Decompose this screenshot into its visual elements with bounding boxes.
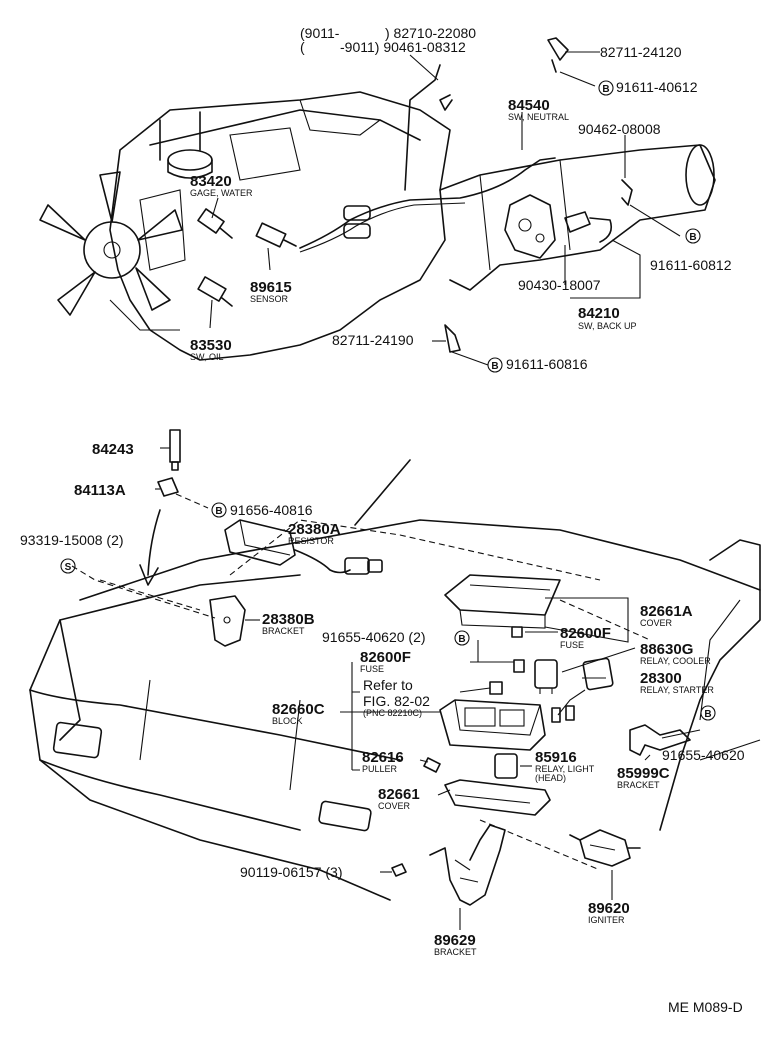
label-l1a: (9011- [300, 25, 340, 41]
svg-text:B: B [704, 709, 711, 720]
label-90462-08008: 90462-08008 [578, 121, 661, 137]
callout-leaders [340, 597, 701, 930]
label-resistor: RESISTOR [288, 536, 334, 546]
label-bracket-28380b: BRACKET [262, 626, 305, 636]
label-sw-oil: SW, OIL [190, 352, 224, 362]
relay-block-assembly [391, 574, 691, 906]
label-block: BLOCK [272, 716, 303, 726]
resistor-assembly [71, 429, 383, 647]
label-83420: 83420 [190, 173, 232, 190]
svg-text:B: B [215, 506, 222, 517]
marker-b-5: B [454, 630, 470, 646]
label-84210: 84210 [578, 305, 620, 322]
label-82711-24190: 82711-24190 [332, 332, 414, 348]
label-85916: 85916 [535, 749, 577, 766]
label-91655-40620: 91655-40620 [662, 747, 745, 763]
label-84243: 84243 [92, 441, 134, 458]
label-bracket-85999c: BRACKET [617, 780, 660, 790]
marker-s-1: S [60, 558, 76, 574]
label-83530: 83530 [190, 337, 232, 354]
backup-switch [564, 211, 613, 243]
label-89620: 89620 [588, 900, 630, 917]
label-82661: 82661 [378, 786, 420, 803]
label-82660C: 82660C [272, 701, 325, 718]
label-82616: 82616 [362, 749, 404, 766]
marker-b-2: B [685, 228, 701, 244]
svg-text:B: B [491, 361, 498, 372]
label-fuse-a: FUSE [560, 640, 584, 650]
figure-code: ME M089-D [668, 999, 743, 1015]
label-fig-82-02: FIG. 82-02 [363, 693, 430, 709]
label-91655-40620-2: 91655-40620 (2) [322, 629, 426, 645]
engine-illustration [39, 37, 716, 366]
label-91611-60812: 91611-60812 [650, 257, 732, 273]
cooler-relay [534, 659, 558, 694]
part-labels: (9011- ) 82710-22080 ( -9011) 90461-0831… [20, 25, 745, 1015]
svg-text:S: S [65, 562, 72, 573]
label-gage-water: GAGE, WATER [190, 188, 253, 198]
label-sensor: SENSOR [250, 294, 289, 304]
label-cover-82661: COVER [378, 801, 411, 811]
sensor-89615 [255, 222, 297, 248]
label-l2b: -9011) 90461-08312 [340, 39, 466, 55]
label-bracket-89629: BRACKET [434, 947, 477, 957]
label-pnc: (PNC 82210C) [363, 708, 422, 718]
label-28380B: 28380B [262, 611, 315, 628]
label-82661A: 82661A [640, 603, 693, 620]
svg-text:B: B [689, 232, 696, 243]
label-85999C: 85999C [617, 765, 670, 782]
igniter [569, 829, 641, 867]
svg-text:B: B [602, 84, 609, 95]
label-l1b: ) 82710-22080 [385, 25, 476, 41]
label-sw-back-up: SW, BACK UP [578, 321, 637, 331]
label-90119-06157: 90119-06157 (3) [240, 864, 342, 880]
marker-b-6: B [700, 705, 716, 721]
label-82711-24120: 82711-24120 [600, 44, 682, 60]
marker-b-4: B [211, 502, 227, 518]
marker-b-3: B [487, 357, 503, 373]
vehicle-front-illustration [29, 459, 761, 901]
label-90430-18007: 90430-18007 [518, 277, 601, 293]
label-91611-40612: 91611-40612 [616, 79, 698, 95]
label-relay-cooler: RELAY, COOLER [640, 656, 711, 666]
label-fuse-b: FUSE [360, 664, 384, 674]
head-light-relay [494, 753, 518, 779]
label-89629: 89629 [434, 932, 476, 949]
label-93319-15008: 93319-15008 (2) [20, 532, 124, 548]
label-84113A: 84113A [74, 482, 126, 499]
label-puller: PULLER [362, 764, 398, 774]
water-gage-sensor [197, 208, 233, 239]
svg-text:B: B [458, 634, 465, 645]
label-head: (HEAD) [535, 773, 566, 783]
label-cover-82661a: COVER [640, 618, 673, 628]
fan-illustration [39, 171, 183, 316]
label-91611-60816: 91611-60816 [506, 356, 588, 372]
label-relay-light: RELAY, LIGHT [535, 764, 595, 774]
starter-relay [557, 657, 614, 716]
label-82600F-b: 82600F [360, 649, 411, 666]
label-relay-starter: RELAY, STARTER [640, 685, 714, 695]
oil-switch [197, 276, 233, 307]
label-82600F-a: 82600F [560, 625, 611, 642]
label-l2a: ( [300, 39, 305, 55]
neutral-switch [504, 194, 556, 259]
marker-b-1: B [598, 80, 614, 96]
label-91656-40816: 91656-40816 [230, 502, 313, 518]
label-igniter: IGNITER [588, 915, 625, 925]
label-28380A: 28380A [288, 521, 341, 538]
label-84540: 84540 [508, 97, 550, 114]
label-88630G: 88630G [640, 641, 693, 658]
label-89615: 89615 [250, 279, 292, 296]
label-28300: 28300 [640, 670, 682, 687]
label-sw-neutral: SW, NEUTRAL [508, 112, 569, 122]
label-refer-to: Refer to [363, 677, 413, 693]
